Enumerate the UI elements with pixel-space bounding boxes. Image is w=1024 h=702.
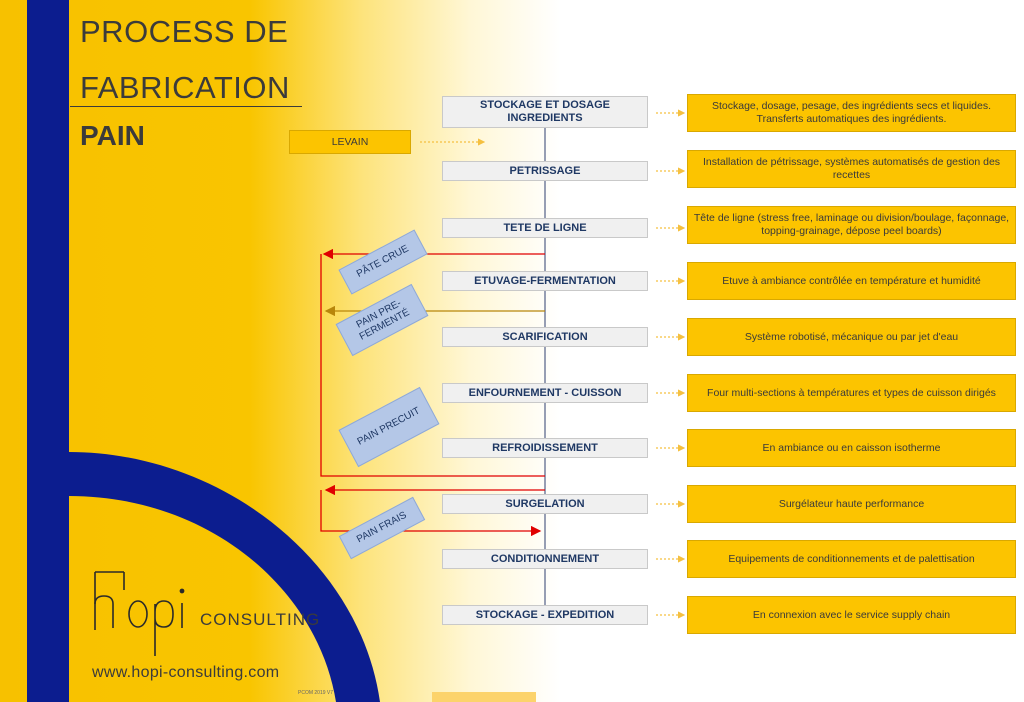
step-scarification: SCARIFICATION [442, 327, 648, 347]
desc-enfournement: Four multi-sections à températures et ty… [687, 374, 1016, 412]
step-refroidissement: REFROIDISSEMENT [442, 438, 648, 458]
desc-stockage-expedition: En connexion avec le service supply chai… [687, 596, 1016, 634]
desc-refroidissement: En ambiance ou en caisson isotherme [687, 429, 1016, 467]
navy-left-bar [27, 0, 69, 702]
step-stockage-expedition: STOCKAGE - EXPEDITION [442, 605, 648, 625]
product-title: PAIN [80, 120, 145, 151]
desc-conditionnement: Equipements de conditionnements et de pa… [687, 540, 1016, 578]
title-line-1: PROCESS DE [80, 14, 289, 49]
logo-mark [94, 571, 185, 656]
step-enfournement: ENFOURNEMENT - CUISSON [442, 383, 648, 403]
title-line-2: FABRICATION [80, 70, 290, 105]
desc-scarification: Système robotisé, mécanique ou par jet d… [687, 318, 1016, 356]
step-stockage-dosage: STOCKAGE ET DOSAGE INGREDIENTS [442, 96, 648, 128]
logo-company: CONSULTING [200, 610, 321, 629]
red-arrows [320, 248, 545, 537]
dotted-connectors [420, 109, 686, 619]
step-tete-de-ligne: TETE DE LIGNE [442, 218, 648, 238]
website-url: www.hopi-consulting.com [92, 664, 280, 681]
desc-tete-de-ligne: Tête de ligne (stress free, laminage ou … [687, 206, 1016, 244]
navy-arc [69, 452, 380, 702]
desc-petrissage: Installation de pétrissage, systèmes aut… [687, 150, 1016, 188]
desc-etuvage: Etuve à ambiance contrôlée en températur… [687, 262, 1016, 300]
step-conditionnement: CONDITIONNEMENT [442, 549, 648, 569]
footer-code: PCOM 2019 V7 [298, 690, 334, 696]
title-divider [70, 106, 302, 107]
levain-box: LEVAIN [289, 130, 411, 154]
desc-stockage-dosage: Stockage, dosage, pesage, des ingrédient… [687, 94, 1016, 132]
desc-tete-de-ligne-text: Tête de ligne (stress free, laminage ou … [693, 212, 1010, 237]
step-surgelation: SURGELATION [442, 494, 648, 514]
bottom-yellow-box [432, 692, 536, 702]
desc-surgelation: Surgélateur haute performance [687, 485, 1016, 523]
step-petrissage: PETRISSAGE [442, 161, 648, 181]
step-etuvage: ETUVAGE-FERMENTATION [442, 271, 648, 291]
